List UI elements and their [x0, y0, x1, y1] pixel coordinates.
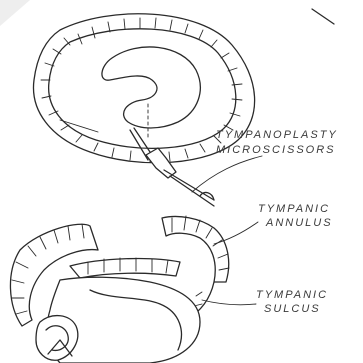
scissor-handle-1 — [164, 170, 214, 200]
back-annulus-segment — [70, 259, 180, 278]
annulus-label-line1: TYMPANIC — [258, 203, 330, 215]
annulus-label-line2: ANNULUS — [265, 217, 333, 229]
stray-stroke — [312, 9, 334, 24]
corner-mark — [0, 0, 30, 26]
microscissors-label-line2: MICROSCISSORS — [216, 144, 336, 156]
microscissors-leader-line — [192, 156, 262, 192]
sulcus-leader-line — [202, 300, 256, 305]
microscissors-label-line1: TYMPANOPLASTY — [216, 129, 338, 141]
sulcus-label-line2: SULCUS — [264, 303, 321, 315]
bottom-annulus-figure — [10, 216, 258, 363]
sulcus-label-line1: TYMPANIC — [256, 289, 328, 301]
flap-edge-left — [60, 120, 98, 132]
membrane-flap — [102, 47, 200, 128]
